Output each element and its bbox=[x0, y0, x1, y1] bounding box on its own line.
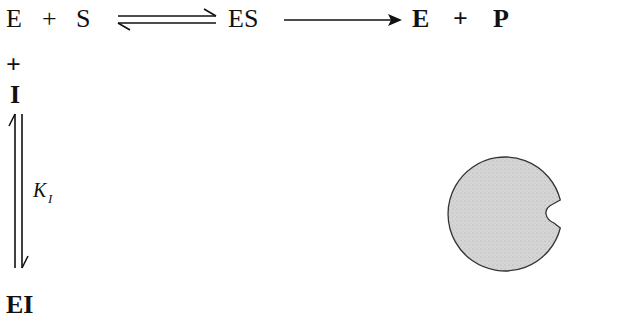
plus-sign: + bbox=[42, 6, 57, 32]
inhibitor-equilibrium-arrow bbox=[9, 114, 28, 268]
enzyme-shape bbox=[448, 157, 560, 271]
equilibrium-arrow bbox=[118, 9, 216, 30]
species-label: P bbox=[493, 6, 509, 32]
species-label: E bbox=[412, 6, 429, 32]
species-label: S bbox=[76, 6, 90, 32]
species-label: EI bbox=[6, 292, 33, 318]
constant-symbol: K bbox=[33, 180, 46, 200]
constant-subscript: I bbox=[48, 192, 52, 205]
plus-sign: + bbox=[453, 6, 468, 32]
plus-sign: + bbox=[6, 52, 21, 78]
species-label: ES bbox=[228, 6, 258, 32]
species-label: I bbox=[10, 82, 20, 108]
species-label: E bbox=[6, 6, 22, 32]
reaction-arrow bbox=[284, 14, 402, 26]
